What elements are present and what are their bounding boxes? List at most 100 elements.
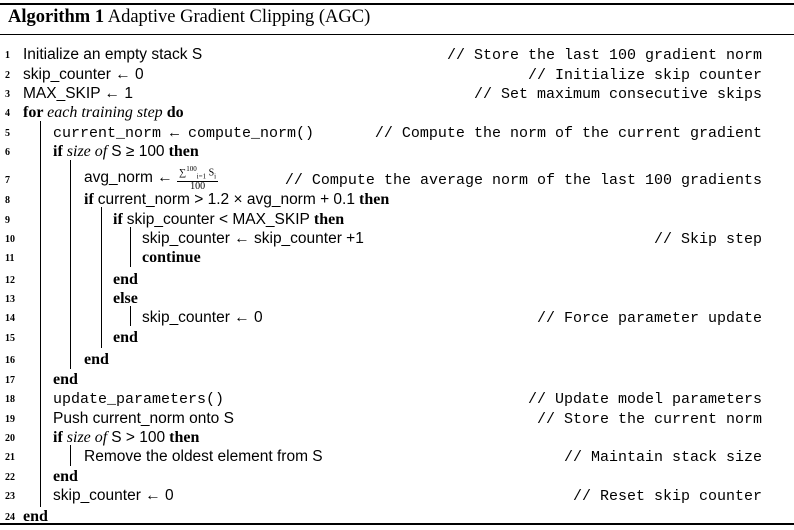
algorithm-statement: end [113, 271, 138, 289]
line-comment: // Compute the average norm of the last … [284, 172, 762, 189]
statement-text: update_parameters() [53, 391, 225, 408]
fraction-denominator: 100 [190, 181, 206, 193]
algorithm-statement: if current_norm > 1.2 × avg_norm + 0.1 t… [84, 191, 389, 209]
algorithm-statement: end [53, 371, 78, 389]
line-number: 3 [5, 89, 10, 100]
keyword: then [164, 143, 199, 160]
keyword: end [113, 271, 138, 288]
line-number: 2 [5, 70, 10, 81]
scope-bar [40, 121, 41, 507]
algorithm-statement: continue [142, 249, 201, 267]
algorithm-statement: Initialize an empty stack S [23, 46, 202, 64]
algorithm-statement: skip_counter ← 0 [23, 66, 144, 84]
algorithm-name: Adaptive Gradient Clipping (AGC) [107, 7, 371, 27]
line-number: 18 [5, 394, 15, 405]
line-number: 24 [5, 512, 15, 523]
statement-text: avg_norm ← [84, 168, 178, 186]
statement-text: skip_counter < MAX_SKIP [126, 211, 310, 228]
line-number: 21 [5, 452, 15, 463]
keyword: end [53, 371, 78, 388]
statement-text: skip_counter ← skip_counter +1 [142, 230, 364, 247]
statement-text: S > 100 [111, 429, 166, 446]
keyword: if [53, 143, 67, 160]
algorithm-statement: if skip_counter < MAX_SKIP then [113, 211, 344, 229]
statement-text: skip_counter ← 0 [23, 66, 144, 83]
line-comment: // Force parameter update [536, 310, 762, 327]
line-comment: // Skip step [653, 231, 762, 248]
line-comment: // Compute the norm of the current gradi… [374, 125, 762, 142]
line-number: 22 [5, 472, 15, 483]
keyword: end [53, 468, 78, 485]
line-comment: // Reset skip counter [572, 488, 762, 505]
line-number: 17 [5, 375, 15, 386]
statement-text: MAX_SKIP ← 1 [23, 85, 133, 102]
statement-text: each training step [47, 104, 163, 121]
line-number: 20 [5, 433, 15, 444]
line-number: 11 [5, 253, 15, 264]
bottom-rule [0, 523, 794, 525]
line-number: 12 [5, 275, 15, 286]
line-number: 10 [5, 234, 15, 245]
algorithm-statement: skip_counter ← 0 [53, 487, 174, 505]
keyword: then [309, 211, 345, 228]
statement-text: size of [66, 143, 112, 160]
algorithm-statement: skip_counter ← skip_counter +1 [142, 230, 364, 248]
keyword: then [165, 429, 200, 446]
algorithm-statement: for each training step do [23, 104, 184, 122]
algorithm-title: Algorithm 1 Adaptive Gradient Clipping (… [8, 7, 370, 28]
fraction-numerator: ∑100i=1 Si [177, 165, 219, 183]
algorithm-statement: else [113, 290, 138, 308]
title-rule [0, 34, 794, 35]
line-number: 7 [5, 175, 10, 186]
keyword: if [53, 429, 67, 446]
line-number: 9 [5, 215, 10, 226]
statement-text: Remove the oldest element from S [84, 448, 323, 465]
line-number: 1 [5, 50, 10, 61]
algorithm-statement: end [23, 508, 48, 526]
line-number: 23 [5, 491, 15, 502]
line-number: 19 [5, 414, 15, 425]
scope-bar [70, 160, 71, 369]
line-number: 16 [5, 355, 15, 366]
line-comment: // Store the current norm [536, 411, 762, 428]
algorithm-statement: end [113, 329, 138, 347]
statement-text: Initialize an empty stack S [23, 46, 203, 63]
algorithm-label: Algorithm 1 [8, 7, 105, 27]
algorithm-statement: if size of S ≥ 100 then [53, 143, 199, 161]
line-number: 4 [5, 108, 10, 119]
algorithm-statement: skip_counter ← 0 [142, 309, 263, 327]
keyword: else [113, 290, 138, 307]
top-rule [0, 3, 794, 5]
line-number: 6 [5, 147, 10, 158]
statement-text: S ≥ 100 [111, 143, 165, 160]
scope-bar [101, 207, 102, 348]
statement-text: size of [66, 429, 112, 446]
keyword: end [113, 329, 138, 346]
algorithm-statement: end [53, 468, 78, 486]
algorithm-statement: current_norm ← compute_norm() [53, 124, 314, 142]
line-comment: // Initialize skip counter [527, 67, 762, 84]
line-number: 5 [5, 128, 10, 139]
statement-text: skip_counter ← 0 [142, 309, 263, 326]
statement-text: skip_counter ← 0 [53, 487, 174, 504]
keyword: continue [142, 249, 201, 266]
scope-bar [130, 227, 131, 267]
line-comment: // Set maximum consecutive skips [473, 86, 762, 103]
line-number: 13 [5, 294, 15, 305]
keyword: end [23, 508, 48, 525]
keyword: if [84, 191, 98, 208]
algorithm-statement: MAX_SKIP ← 1 [23, 85, 133, 103]
scope-bar [70, 445, 71, 466]
line-comment: // Update model parameters [527, 391, 762, 408]
keyword: end [84, 351, 109, 368]
algorithm-statement: if size of S > 100 then [53, 429, 199, 447]
line-comment: // Maintain stack size [563, 449, 762, 466]
line-number: 14 [5, 313, 15, 324]
keyword: if [113, 211, 127, 228]
keyword: do [162, 104, 184, 121]
algorithm-statement: Remove the oldest element from S [84, 448, 323, 466]
scope-bar [130, 306, 131, 326]
algorithm-statement: Push current_norm onto S [53, 410, 234, 428]
